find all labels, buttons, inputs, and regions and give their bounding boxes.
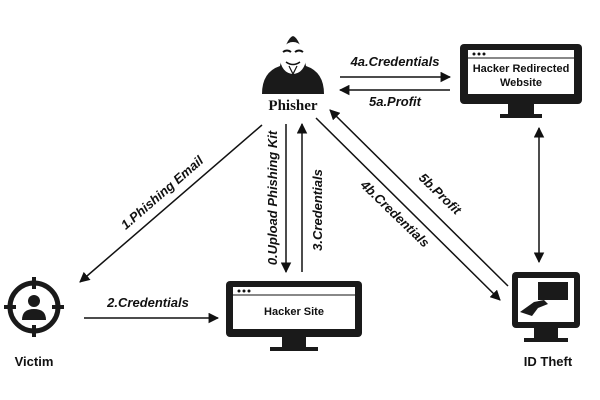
edge-label-5a: 5a.Profit [369, 94, 422, 109]
edge-label-4a: 4a.Credentials [350, 54, 440, 69]
redirect-site-monitor-icon [460, 44, 582, 118]
hacker-site-monitor-icon [226, 281, 362, 351]
edge-label-0: 0.Upload Phishing Kit [265, 130, 280, 265]
victim-label: Victim [15, 354, 54, 369]
hacker-site-label: Hacker Site [264, 306, 324, 318]
edge-label-1: 1.Phishing Email [118, 153, 207, 233]
phisher-label: Phisher [268, 98, 318, 114]
id-theft-monitor-icon [512, 272, 580, 342]
id-theft-label: ID Theft [524, 354, 573, 369]
arrow-5b [329, 109, 509, 287]
edge-label-4b: 4b.Credentials [357, 177, 433, 251]
arrow-4b [315, 117, 501, 301]
edge-label-3: 3.Credentials [310, 169, 325, 251]
redirect-site-label-1: Hacker Redirected [473, 63, 570, 75]
edge-label-2: 2.Credentials [106, 295, 189, 310]
redirect-site-label-2: Website [500, 77, 542, 89]
victim-target-icon [4, 277, 64, 337]
hacker-icon [262, 36, 324, 94]
arrow-1 [79, 124, 263, 283]
edge-label-5b: 5b.Profit [416, 170, 465, 218]
